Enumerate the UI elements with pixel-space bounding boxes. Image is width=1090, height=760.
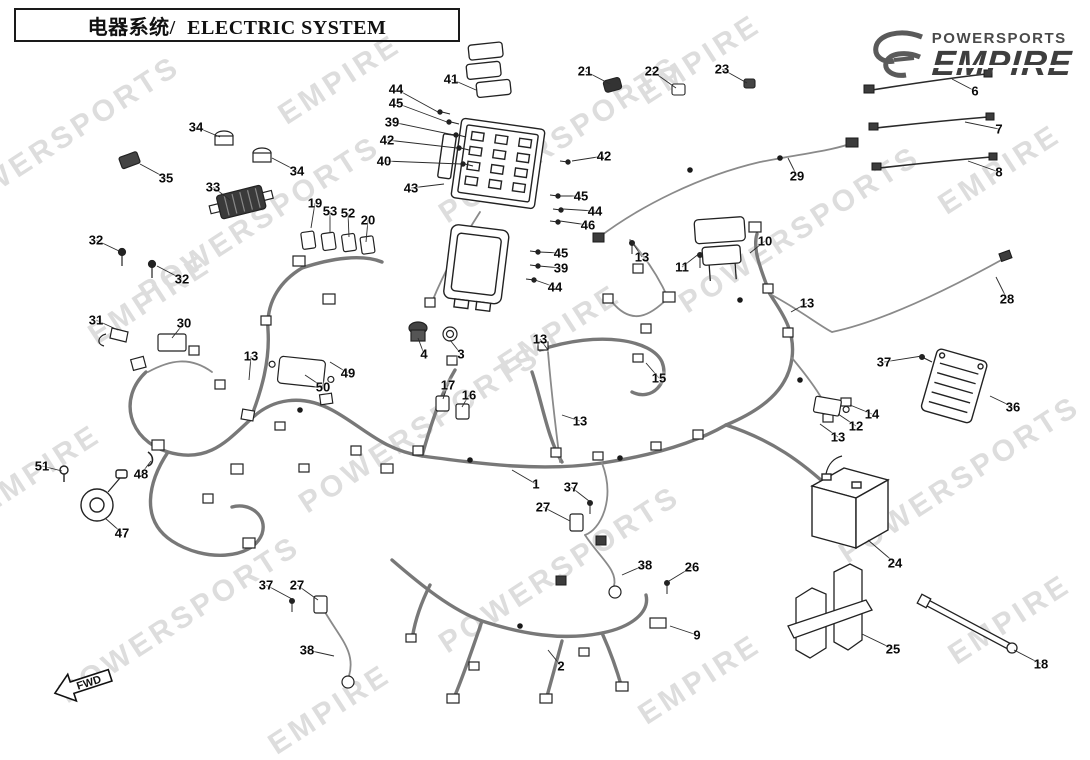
battery-bracket xyxy=(787,563,873,659)
callout-13: 13 xyxy=(532,331,548,347)
callout-37: 37 xyxy=(258,577,274,593)
callout-21: 21 xyxy=(577,63,593,79)
callout-25: 25 xyxy=(885,641,901,657)
callout-44: 44 xyxy=(587,203,603,219)
controller-box xyxy=(920,348,988,424)
callout-8: 8 xyxy=(995,164,1003,180)
callout-27: 27 xyxy=(535,499,551,515)
callout-43: 43 xyxy=(403,180,419,196)
relay-stack xyxy=(465,41,512,99)
callout-44: 44 xyxy=(547,279,563,295)
callout-34: 34 xyxy=(188,119,204,135)
callout-45: 45 xyxy=(553,245,569,261)
ecu-box xyxy=(443,224,510,313)
callout-14: 14 xyxy=(864,406,880,422)
callout-48: 48 xyxy=(133,466,149,482)
callout-31: 31 xyxy=(88,312,104,328)
callout-13: 13 xyxy=(572,413,588,429)
callout-4: 4 xyxy=(420,346,428,362)
callout-32: 32 xyxy=(88,232,104,248)
callout-1: 1 xyxy=(532,476,540,492)
brand-monogram-icon xyxy=(873,30,923,78)
horn xyxy=(59,451,154,522)
callout-32: 32 xyxy=(174,271,190,287)
callout-51: 51 xyxy=(34,458,50,474)
callout-38: 38 xyxy=(299,642,315,658)
callout-35: 35 xyxy=(158,170,174,186)
brand-logo-text: POWERSPORTS EMPIRE xyxy=(930,30,1074,83)
callout-9: 9 xyxy=(693,627,701,643)
callout-24: 24 xyxy=(887,555,903,571)
callout-41: 41 xyxy=(443,71,459,87)
callout-7: 7 xyxy=(995,121,1003,137)
callout-12: 12 xyxy=(848,418,864,434)
callout-2: 2 xyxy=(557,658,565,674)
callout-52: 52 xyxy=(340,205,356,221)
callout-28: 28 xyxy=(999,291,1015,307)
callout-17: 17 xyxy=(440,377,456,393)
brand-name-top: POWERSPORTS xyxy=(931,30,1067,47)
callout-13: 13 xyxy=(830,429,846,445)
callout-45: 45 xyxy=(388,95,404,111)
callout-13: 13 xyxy=(634,249,650,265)
capacitors xyxy=(118,130,272,170)
callout-47: 47 xyxy=(114,525,130,541)
page-title-chinese: 电器系统/ xyxy=(87,16,176,39)
cable-clamps xyxy=(297,155,803,629)
callout-18: 18 xyxy=(1033,656,1049,672)
rubber-caps xyxy=(408,321,458,342)
callout-37: 37 xyxy=(876,354,892,370)
fwd-label: FWD xyxy=(75,674,103,693)
callout-49: 49 xyxy=(340,365,356,381)
callout-15: 15 xyxy=(651,370,667,386)
switch-connectors xyxy=(300,230,376,255)
callout-22: 22 xyxy=(644,63,660,79)
callout-53: 53 xyxy=(322,203,338,219)
callout-10: 10 xyxy=(757,233,773,249)
callout-50: 50 xyxy=(315,379,331,395)
callout-30: 30 xyxy=(176,315,192,331)
mid-connectors xyxy=(435,395,470,420)
callout-27: 27 xyxy=(289,577,305,593)
callout-39: 39 xyxy=(553,260,569,276)
callout-13: 13 xyxy=(799,295,815,311)
support-rod xyxy=(916,593,1018,654)
callout-42: 42 xyxy=(596,148,612,164)
callout-16: 16 xyxy=(461,387,477,403)
battery xyxy=(810,455,890,550)
callout-11: 11 xyxy=(675,259,689,275)
callout-37: 37 xyxy=(563,479,579,495)
callout-33: 33 xyxy=(205,179,221,195)
callout-36: 36 xyxy=(1005,399,1021,415)
page-title-english: ELECTRIC SYSTEM xyxy=(187,16,387,39)
callout-6: 6 xyxy=(971,83,979,99)
callout-13: 13 xyxy=(243,348,259,364)
brand-name-bottom: EMPIRE xyxy=(930,44,1074,83)
callout-46: 46 xyxy=(580,217,596,233)
relay-small xyxy=(812,395,850,417)
callout-20: 20 xyxy=(360,212,376,228)
callout-38: 38 xyxy=(637,557,653,573)
callout-29: 29 xyxy=(789,168,805,184)
callout-44: 44 xyxy=(388,81,404,97)
dark-connectors xyxy=(555,69,1013,586)
callout-3: 3 xyxy=(457,346,465,362)
callout-34: 34 xyxy=(289,163,305,179)
fuse-box xyxy=(437,117,546,210)
page-title: 电器系统/ ELECTRIC SYSTEM xyxy=(88,11,387,40)
callout-23: 23 xyxy=(714,61,730,77)
brand-logo: POWERSPORTS EMPIRE xyxy=(870,30,1074,84)
title-box: 电器系统/ ELECTRIC SYSTEM xyxy=(14,8,460,42)
callout-45: 45 xyxy=(573,188,589,204)
callout-39: 39 xyxy=(384,114,400,130)
fwd-direction-arrow: FWD xyxy=(53,668,113,703)
callout-42: 42 xyxy=(379,132,395,148)
callout-26: 26 xyxy=(684,559,700,575)
callout-40: 40 xyxy=(376,153,392,169)
callout-19: 19 xyxy=(307,195,323,211)
